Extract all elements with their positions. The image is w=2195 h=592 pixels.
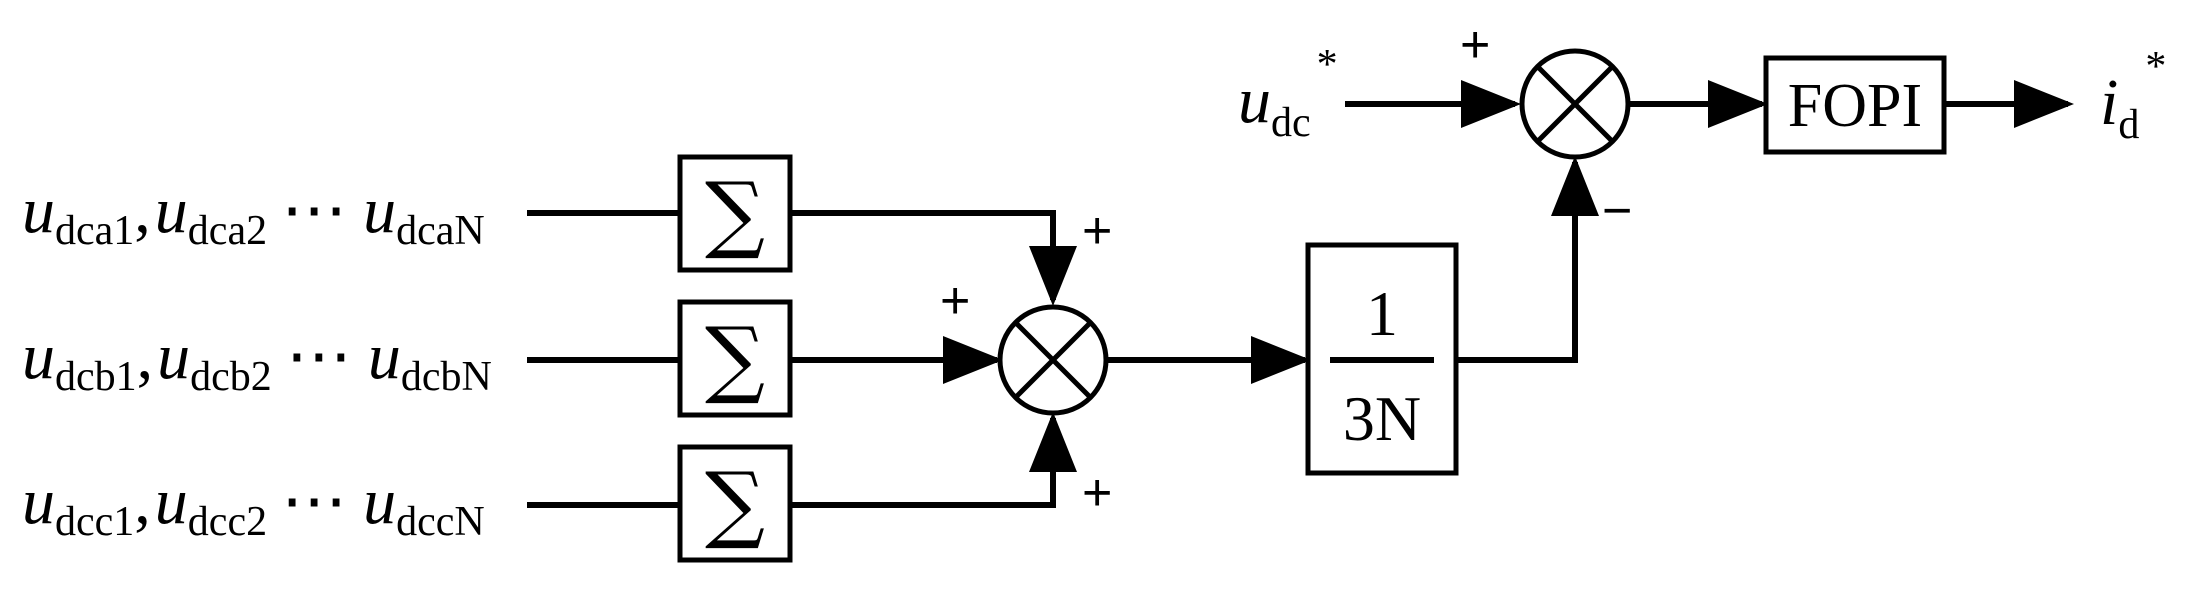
input-label-phase-c: udcc1,udcc2⋯udccN <box>22 465 485 545</box>
reference-label: udc* <box>1238 42 1338 146</box>
summing-junction <box>997 304 1109 416</box>
gain-denominator: 3N <box>1343 383 1421 454</box>
gain-numerator: 1 <box>1366 278 1398 349</box>
sum-block-phase-a: ∑ <box>677 154 793 273</box>
sum-block-phase-b: ∑ <box>677 299 793 418</box>
sum-block-phase-c: ∑ <box>677 444 793 563</box>
sign-plus-left: + <box>940 272 970 330</box>
comparator-junction <box>1519 48 1631 160</box>
fopi-controller-block: FOPI <box>1763 55 1947 155</box>
gain-block: 1 3N <box>1305 242 1459 476</box>
wire-sum-c-to-junction <box>790 412 1077 508</box>
sigma-symbol: ∑ <box>705 164 765 262</box>
wire-gain-to-comparator <box>1456 156 1599 363</box>
sign-minus-feedback: − <box>1602 182 1632 240</box>
sigma-symbol: ∑ <box>705 454 765 552</box>
sign-plus-top: + <box>1082 202 1112 260</box>
input-label-phase-a: udca1,udca2⋯udcaN <box>22 174 485 254</box>
output-label: id* <box>2100 44 2166 148</box>
sign-plus-bottom: + <box>1082 464 1112 522</box>
sigma-symbol: ∑ <box>705 309 765 407</box>
controller-label: FOPI <box>1788 72 1922 140</box>
sign-plus-reference: + <box>1460 16 1490 74</box>
input-label-phase-b: udcb1,udcb2⋯udcbN <box>22 320 492 400</box>
wire-sum-a-to-junction <box>790 210 1077 306</box>
